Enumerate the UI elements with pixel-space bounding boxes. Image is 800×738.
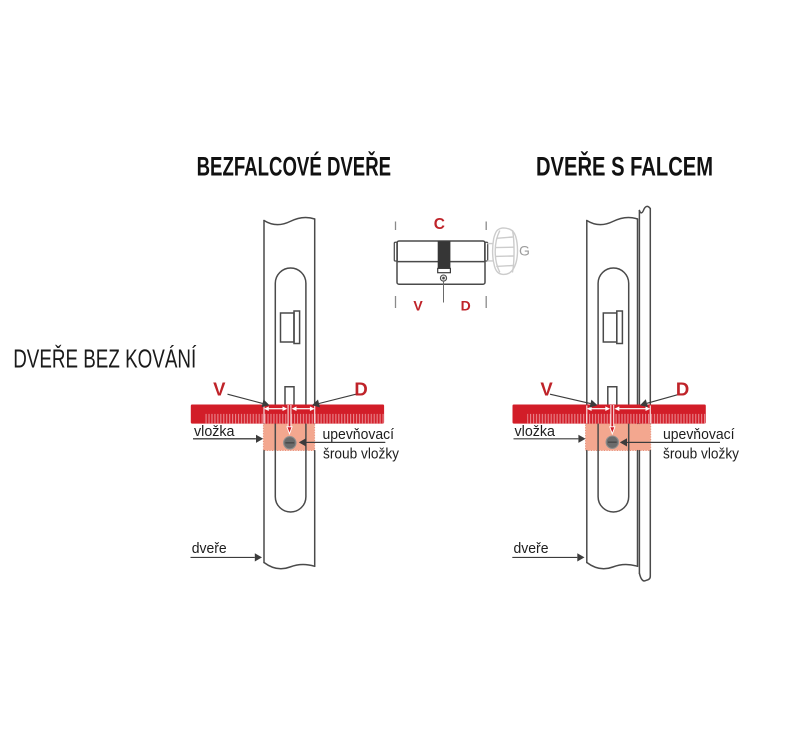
svg-text:V: V: [540, 379, 553, 400]
svg-text:D: D: [461, 298, 471, 314]
svg-text:V: V: [413, 298, 423, 314]
svg-text:DVEŘE BEZ KOVÁNÍ: DVEŘE BEZ KOVÁNÍ: [13, 344, 197, 373]
svg-text:upevňovací: upevňovací: [323, 426, 395, 443]
svg-text:G: G: [519, 242, 530, 258]
svg-text:dveře: dveře: [192, 540, 227, 557]
svg-text:vložka: vložka: [515, 423, 556, 440]
svg-text:DVEŘE S FALCEM: DVEŘE S FALCEM: [536, 151, 713, 182]
svg-text:C: C: [434, 216, 445, 233]
svg-text:dveře: dveře: [514, 540, 549, 557]
svg-text:vložka: vložka: [194, 423, 235, 440]
svg-text:šroub vložky: šroub vložky: [323, 446, 399, 463]
svg-text:V: V: [213, 379, 226, 400]
svg-text:BEZFALCOVÉ DVEŘE: BEZFALCOVÉ DVEŘE: [197, 151, 392, 182]
svg-text:D: D: [354, 379, 367, 400]
svg-text:D: D: [676, 379, 689, 400]
svg-text:šroub vložky: šroub vložky: [663, 446, 739, 463]
svg-text:upevňovací: upevňovací: [663, 426, 735, 443]
